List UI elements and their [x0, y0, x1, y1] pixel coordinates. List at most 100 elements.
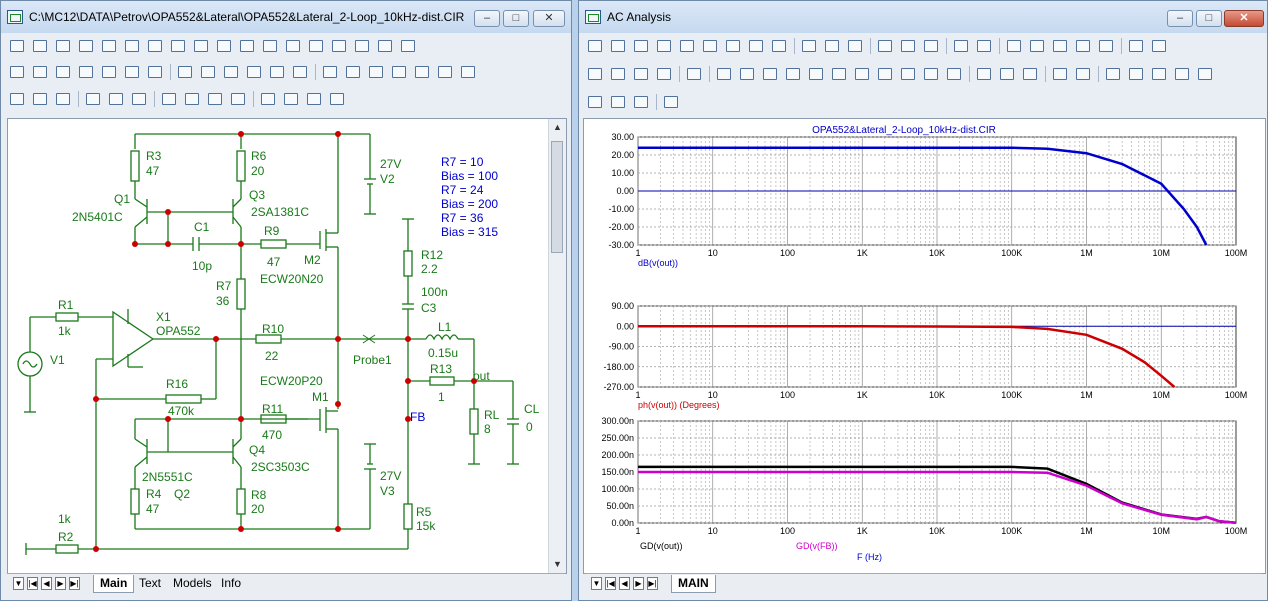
- toolbar-tool-icon[interactable]: [145, 63, 165, 81]
- toolbar-tool-icon[interactable]: [1149, 37, 1169, 55]
- toolbar-tool-icon[interactable]: [228, 90, 248, 108]
- toolbar-tool-icon[interactable]: [951, 37, 971, 55]
- toolbar-tool-icon[interactable]: [122, 63, 142, 81]
- toolbar-tool-icon[interactable]: [320, 63, 340, 81]
- toolbar-tool-icon[interactable]: [799, 37, 819, 55]
- toolbar-tool-icon[interactable]: [1126, 65, 1146, 83]
- toolbar-tool-icon[interactable]: [1027, 37, 1047, 55]
- toolbar-tool-icon[interactable]: [822, 37, 842, 55]
- tab-last-button[interactable]: ▶|: [69, 577, 80, 590]
- toolbar-tool-icon[interactable]: [746, 37, 766, 55]
- ac-analysis-titlebar[interactable]: AC Analysis – □ ✕: [579, 1, 1267, 33]
- toolbar-tool-icon[interactable]: [684, 65, 704, 83]
- toolbar-tool-icon[interactable]: [654, 37, 674, 55]
- toolbar-tool-icon[interactable]: [852, 65, 872, 83]
- toolbar-tool-icon[interactable]: [783, 65, 803, 83]
- toolbar-tool-icon[interactable]: [1073, 37, 1093, 55]
- toolbar-tool-icon[interactable]: [76, 63, 96, 81]
- toolbar-tool-icon[interactable]: [677, 37, 697, 55]
- minimize-button[interactable]: –: [1167, 10, 1193, 27]
- toolbar-tool-icon[interactable]: [412, 63, 432, 81]
- toolbar-tool-icon[interactable]: [83, 90, 103, 108]
- toolbar-tool-icon[interactable]: [1020, 65, 1040, 83]
- tab-first-nav[interactable]: ▼: [591, 577, 602, 590]
- toolbar-tool-icon[interactable]: [389, 63, 409, 81]
- toolbar-tool-icon[interactable]: [375, 37, 395, 55]
- toolbar-tool-icon[interactable]: [214, 37, 234, 55]
- tab-text[interactable]: Text: [139, 576, 162, 590]
- toolbar-tool-icon[interactable]: [175, 63, 195, 81]
- toolbar-tool-icon[interactable]: [53, 37, 73, 55]
- toolbar-tool-icon[interactable]: [806, 65, 826, 83]
- tab-last-button[interactable]: ▶|: [647, 577, 658, 590]
- toolbar-tool-icon[interactable]: [585, 37, 605, 55]
- toolbar-tool-icon[interactable]: [435, 63, 455, 81]
- toolbar-tool-icon[interactable]: [845, 37, 865, 55]
- tab-next-button[interactable]: ▶: [55, 577, 66, 590]
- toolbar-tool-icon[interactable]: [944, 65, 964, 83]
- toolbar-tool-icon[interactable]: [1103, 65, 1123, 83]
- toolbar-tool-icon[interactable]: [159, 90, 179, 108]
- toolbar-tool-icon[interactable]: [654, 65, 674, 83]
- maximize-button[interactable]: □: [503, 10, 529, 27]
- tab-main[interactable]: MAIN: [671, 575, 716, 593]
- toolbar-tool-icon[interactable]: [182, 90, 202, 108]
- toolbar-tool-icon[interactable]: [723, 37, 743, 55]
- toolbar-tool-icon[interactable]: [737, 65, 757, 83]
- toolbar-tool-icon[interactable]: [106, 90, 126, 108]
- toolbar-tool-icon[interactable]: [921, 37, 941, 55]
- toolbar-tool-icon[interactable]: [974, 65, 994, 83]
- toolbar-tool-icon[interactable]: [258, 90, 278, 108]
- toolbar-tool-icon[interactable]: [631, 65, 651, 83]
- toolbar-tool-icon[interactable]: [237, 37, 257, 55]
- toolbar-tool-icon[interactable]: [352, 37, 372, 55]
- tab-models[interactable]: Models: [173, 576, 212, 590]
- tab-info[interactable]: Info: [221, 576, 242, 590]
- maximize-button[interactable]: □: [1196, 10, 1222, 27]
- toolbar-tool-icon[interactable]: [974, 37, 994, 55]
- toolbar-tool-icon[interactable]: [30, 37, 50, 55]
- toolbar-tool-icon[interactable]: [221, 63, 241, 81]
- toolbar-tool-icon[interactable]: [875, 65, 895, 83]
- toolbar-tool-icon[interactable]: [260, 37, 280, 55]
- toolbar-tool-icon[interactable]: [1149, 65, 1169, 83]
- toolbar-tool-icon[interactable]: [898, 65, 918, 83]
- toolbar-tool-icon[interactable]: [7, 37, 27, 55]
- toolbar-tool-icon[interactable]: [53, 90, 73, 108]
- toolbar-tool-icon[interactable]: [343, 63, 363, 81]
- toolbar-tool-icon[interactable]: [191, 37, 211, 55]
- toolbar-tool-icon[interactable]: [1050, 65, 1070, 83]
- toolbar-tool-icon[interactable]: [198, 63, 218, 81]
- toolbar-tool-icon[interactable]: [168, 37, 188, 55]
- toolbar-tool-icon[interactable]: [661, 93, 681, 111]
- toolbar-tool-icon[interactable]: [585, 93, 605, 111]
- schematic-titlebar[interactable]: C:\MC12\DATA\Petrov\OPA552&Lateral\OPA55…: [1, 1, 571, 33]
- toolbar-tool-icon[interactable]: [7, 63, 27, 81]
- toolbar-tool-icon[interactable]: [631, 93, 651, 111]
- tab-main[interactable]: Main: [93, 575, 135, 593]
- tab-prev-button[interactable]: ◀: [41, 577, 52, 590]
- toolbar-tool-icon[interactable]: [53, 63, 73, 81]
- scroll-down-arrow[interactable]: ▼: [553, 559, 562, 569]
- toolbar-tool-icon[interactable]: [608, 65, 628, 83]
- toolbar-tool-icon[interactable]: [1004, 37, 1024, 55]
- toolbar-tool-icon[interactable]: [1126, 37, 1146, 55]
- toolbar-tool-icon[interactable]: [30, 63, 50, 81]
- toolbar-tool-icon[interactable]: [327, 90, 347, 108]
- toolbar-tool-icon[interactable]: [1050, 37, 1070, 55]
- toolbar-tool-icon[interactable]: [290, 63, 310, 81]
- toolbar-tool-icon[interactable]: [997, 65, 1017, 83]
- toolbar-tool-icon[interactable]: [267, 63, 287, 81]
- toolbar-tool-icon[interactable]: [608, 93, 628, 111]
- scroll-thumb[interactable]: [551, 141, 563, 253]
- toolbar-tool-icon[interactable]: [398, 37, 418, 55]
- toolbar-tool-icon[interactable]: [1195, 65, 1215, 83]
- schematic-vertical-scrollbar[interactable]: ▲ ▼: [548, 119, 566, 573]
- toolbar-tool-icon[interactable]: [366, 63, 386, 81]
- toolbar-tool-icon[interactable]: [760, 65, 780, 83]
- toolbar-tool-icon[interactable]: [458, 63, 478, 81]
- toolbar-tool-icon[interactable]: [205, 90, 225, 108]
- tab-first-button[interactable]: |◀: [605, 577, 616, 590]
- close-button[interactable]: ✕: [1224, 10, 1264, 27]
- toolbar-tool-icon[interactable]: [608, 37, 628, 55]
